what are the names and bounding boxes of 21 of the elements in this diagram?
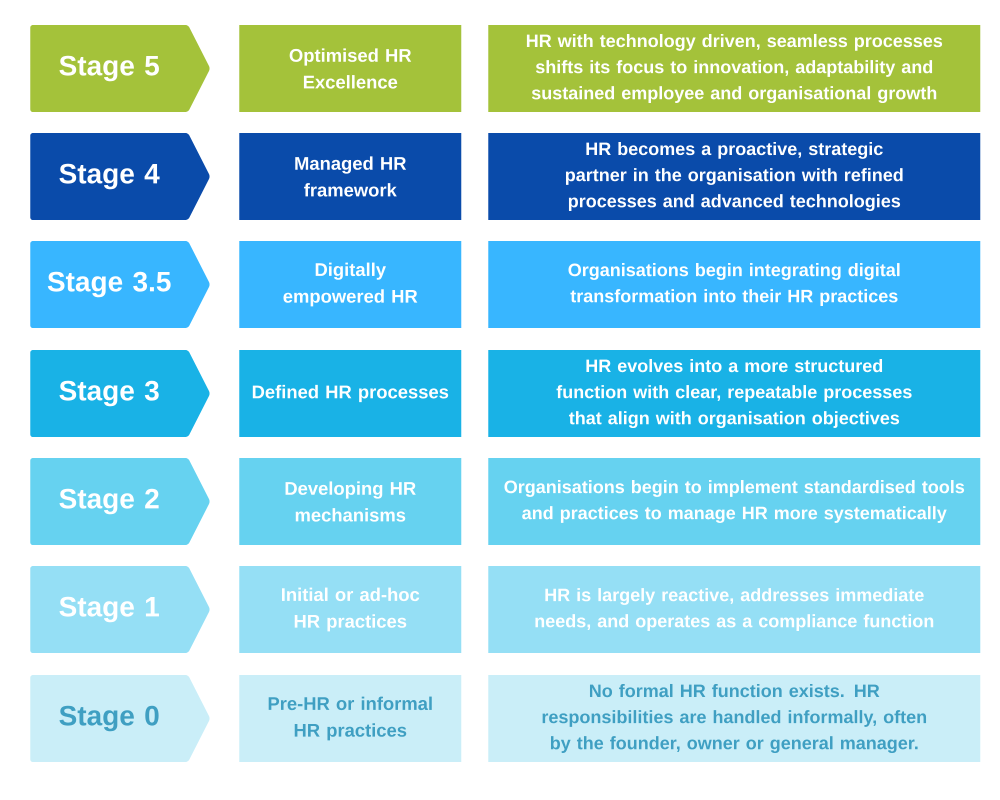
description-box: HR evolves into a more structured function with clear, repeatable processes that align with organisation objectives <box>488 350 980 437</box>
description-box: HR is largely reactive, addresses immediate needs, and operates as a compliance function <box>488 566 980 653</box>
stage-name-box: Developing HR mechanisms <box>239 458 462 545</box>
stage-name-box: Digitally empowered HR <box>239 241 462 328</box>
stage-name-box: Pre-HR or informal HR practices <box>239 675 462 762</box>
stage-tab: Stage 0 <box>30 675 210 762</box>
stage-name-box: Managed HR framework <box>239 133 462 220</box>
description-box: No formal HR function exists. HR responsibilities are handled informally, often by the founder, owner or general manager. <box>488 675 980 762</box>
description-box: Organisations begin to implement standardised tools and practices to manage HR more systematically <box>488 458 980 545</box>
stage-tab: Stage 5 <box>30 25 210 112</box>
stage-name-box: Defined HR processes <box>239 350 462 437</box>
stage-tab: Stage 1 <box>30 566 210 653</box>
stage-name-box: Optimised HR Excellence <box>239 25 462 112</box>
description-box: HR with technology driven, seamless processes shifts its focus to innovation, adaptability and sustained employee and organisational growth <box>488 25 980 112</box>
description-box: HR becomes a proactive, strategic partner in the organisation with refined processes and advanced technologies <box>488 133 980 220</box>
stage-tab: Stage 2 <box>30 458 210 545</box>
stage-tab: Stage 4 <box>30 133 210 220</box>
stage-tab: Stage 3.5 <box>30 241 210 328</box>
stage-name-box: Initial or ad-hoc HR practices <box>239 566 462 653</box>
stage-tab: Stage 3 <box>30 350 210 437</box>
description-box: Organisations begin integrating digital transformation into their HR practices <box>488 241 980 328</box>
